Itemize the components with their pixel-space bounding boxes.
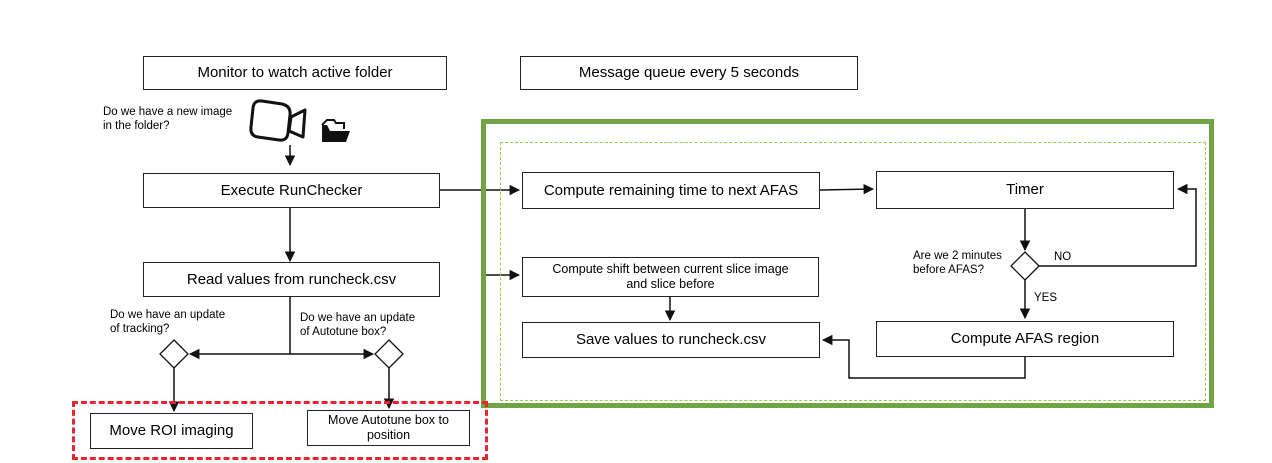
monitor-header: Monitor to watch active folder (143, 56, 447, 90)
arrow-afas-to-save (821, 334, 1026, 379)
two-minutes-question: Are we 2 minutes before AFAS? (913, 250, 1002, 277)
green-region-outer (481, 119, 1214, 408)
green-region-inner (500, 142, 1206, 401)
read-values-box: Read values from runcheck.csv (143, 262, 440, 297)
compute-remaining-box: Compute remaining time to next AFAS (522, 172, 820, 209)
message-queue-header: Message queue every 5 seconds (520, 56, 858, 90)
yes-label: YES (1034, 292, 1058, 304)
arrow-no-loop-to-timer (1039, 183, 1197, 267)
execute-runchecker-box: Execute RunChecker (143, 173, 440, 208)
save-values-box: Save values to runcheck.csv (522, 322, 820, 358)
tracking-decision-diamond (159, 339, 189, 369)
autotune-question: Do we have an update of Autotune box? (300, 312, 416, 339)
camera-icon (249, 99, 307, 142)
new-image-question: Do we have a new image in the folder? (103, 106, 233, 133)
move-roi-box: Move ROI imaging (90, 413, 253, 449)
compute-shift-box: Compute shift between current slice imag… (522, 257, 819, 297)
timer-box: Timer (876, 171, 1174, 209)
red-dashed-region (72, 401, 488, 460)
folder-icon (321, 119, 350, 142)
tracking-question: Do we have an update of tracking? (110, 309, 226, 336)
autotune-decision-diamond (374, 339, 404, 369)
move-autotune-box: Move Autotune box to position (307, 410, 470, 446)
no-label: NO (1054, 251, 1072, 263)
compute-afas-box: Compute AFAS region (876, 321, 1174, 357)
arrow-remaining-to-timer (819, 183, 875, 195)
